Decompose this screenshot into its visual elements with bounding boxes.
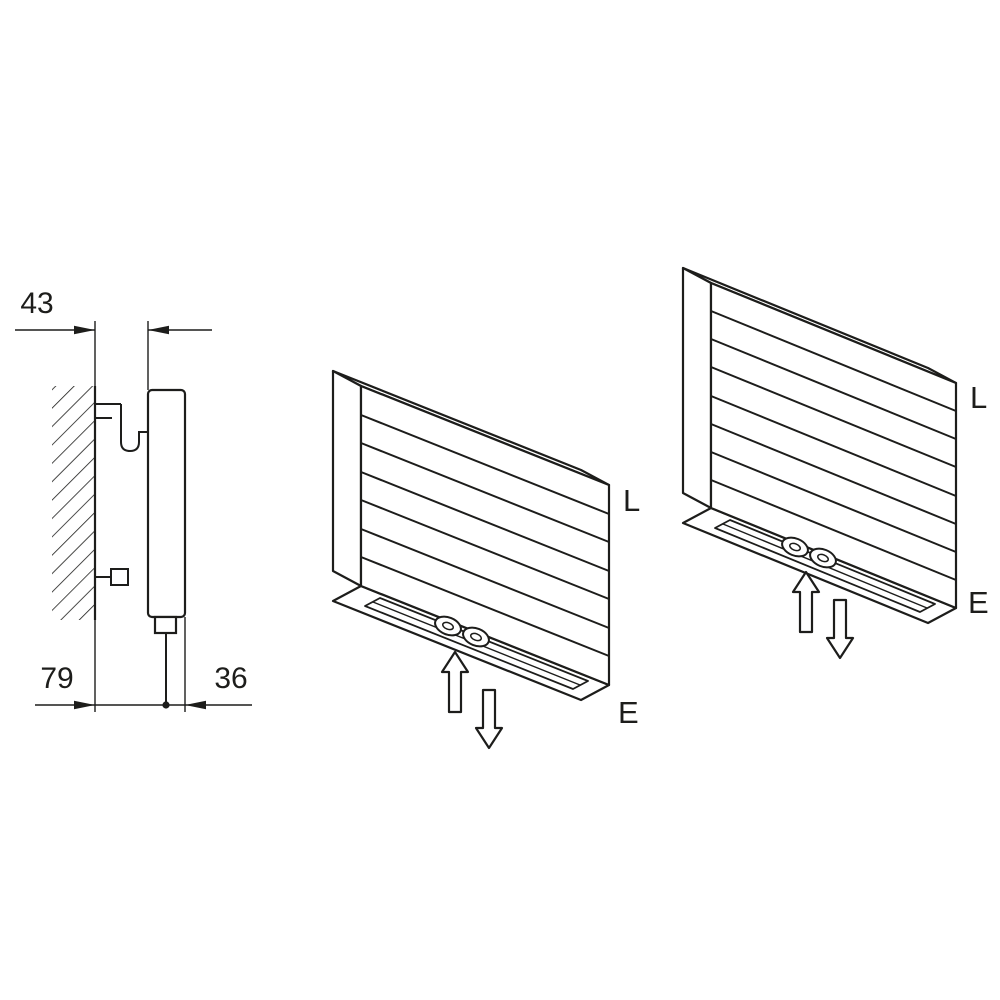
- drain-label-e: E: [968, 585, 989, 620]
- front-face: [359, 384, 611, 687]
- dim-79-arrow: [74, 700, 95, 710]
- radiator-iso-right: L E: [681, 266, 989, 660]
- drain-label-e: E: [618, 695, 639, 730]
- dim-43-label: 43: [20, 287, 53, 320]
- slat-line: [710, 479, 957, 581]
- slat-line: [360, 528, 610, 629]
- mounting-bracket-top: [95, 403, 148, 453]
- slat-line: [360, 556, 610, 657]
- radiator-profile: [146, 388, 187, 619]
- dim-79-label: 79: [40, 662, 73, 695]
- slat-line: [710, 451, 957, 553]
- valve-block: [153, 615, 178, 635]
- valve-port-2-center: [817, 553, 829, 563]
- wall-hatching: [52, 386, 95, 620]
- flow-down-arrow-icon: [474, 688, 504, 750]
- flow-up-arrow-icon: [791, 570, 821, 634]
- slat-line: [710, 423, 957, 525]
- slat-line: [360, 414, 610, 515]
- side-view-section: 43 79 36: [15, 287, 252, 712]
- dim-43-arrow-left: [74, 325, 95, 335]
- valve-port-1-center: [789, 542, 801, 552]
- slat-lines: [360, 414, 610, 657]
- mounting-bracket-bottom: [95, 568, 129, 586]
- slat-line: [710, 338, 957, 440]
- end-face: [681, 266, 713, 510]
- slat-line: [710, 366, 957, 468]
- slat-line: [360, 471, 610, 572]
- dim-43-arrow-right: [148, 325, 169, 335]
- valve-port-1-center: [442, 621, 454, 631]
- dim-junction-dot: [162, 701, 170, 709]
- bracket-body: [110, 568, 129, 586]
- vent-label-l: L: [970, 380, 987, 415]
- dim-36-label: 36: [214, 662, 247, 695]
- dimension-43: 43: [15, 287, 212, 335]
- radiator-iso-left: L E: [331, 369, 640, 750]
- dim-36-arrow: [185, 700, 206, 710]
- slat-line: [360, 499, 610, 600]
- slat-line: [710, 395, 957, 497]
- flow-up-arrow-icon: [440, 650, 470, 714]
- slat-line: [710, 310, 957, 412]
- slat-line: [360, 442, 610, 543]
- vent-label-l: L: [623, 483, 640, 518]
- slat-lines: [710, 310, 957, 581]
- end-face: [331, 369, 363, 588]
- dimension-79-36: 79 36: [35, 662, 252, 710]
- valve-port-2-center: [470, 632, 482, 642]
- flow-down-arrow-icon: [825, 598, 855, 660]
